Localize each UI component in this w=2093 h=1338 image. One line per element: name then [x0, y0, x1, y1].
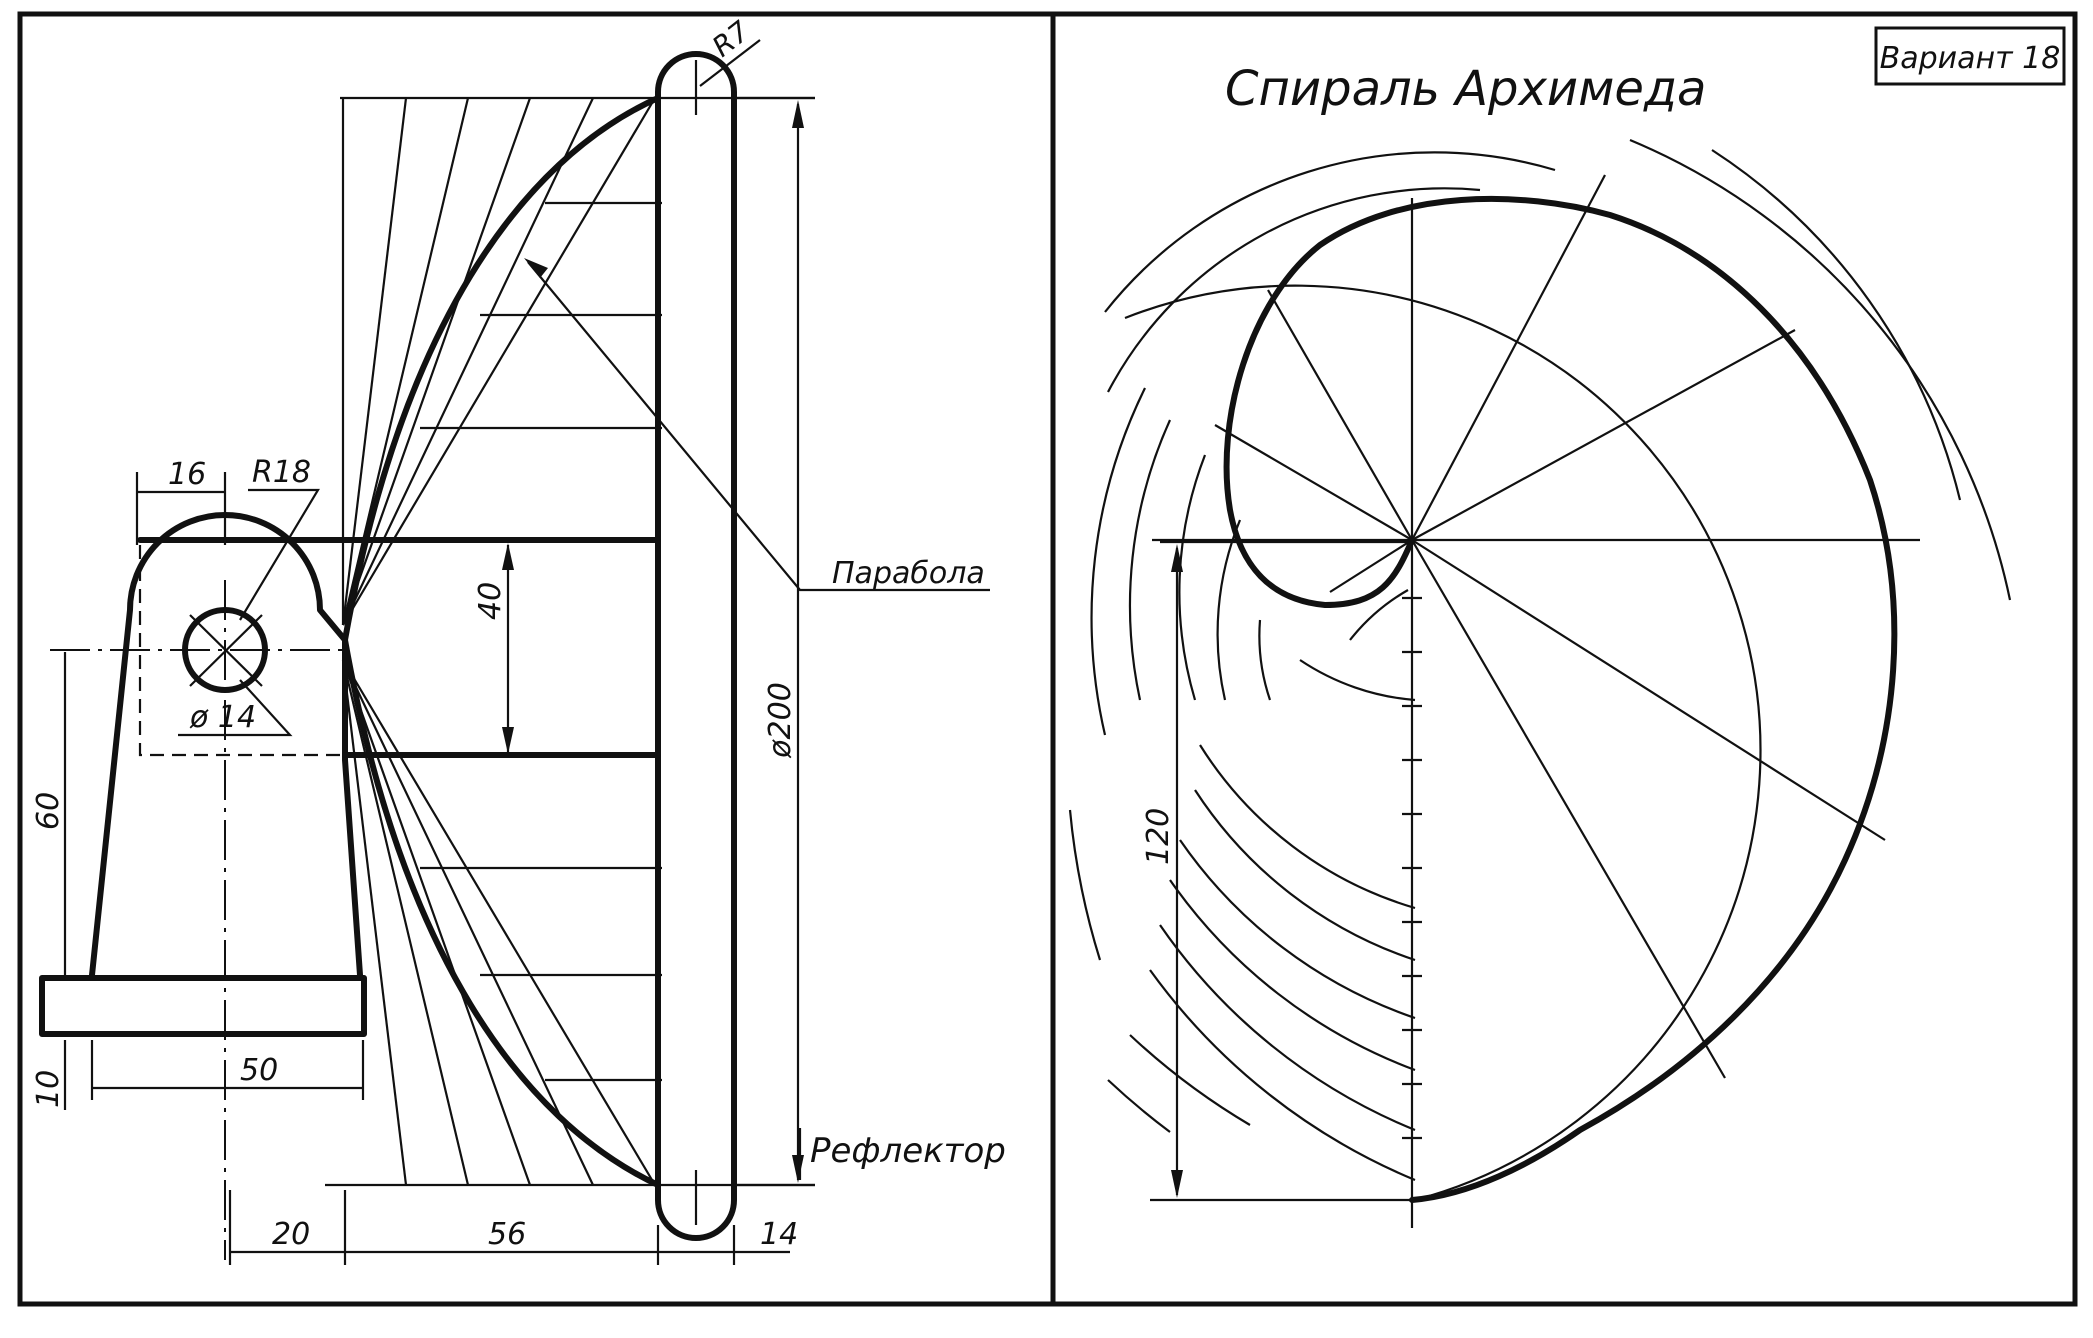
spiral-title: Спираль Архимеда — [1225, 61, 1706, 117]
dim-40: 40 — [473, 582, 508, 620]
parabola-leader-arrow — [524, 258, 548, 278]
dim-120: 120 — [1141, 808, 1176, 865]
reflector-label: Рефлектор — [810, 1131, 1006, 1171]
dim-10: 10 — [31, 1070, 66, 1108]
parabola-construction-lines — [420, 201, 662, 1082]
dim-20: 20 — [272, 1217, 310, 1252]
d120-arrow-top — [1171, 544, 1183, 572]
outer-frame — [17, 11, 2078, 1307]
d40-arrow-bottom — [502, 727, 514, 754]
bracket-hidden-contour — [138, 545, 345, 757]
reflector-body — [655, 51, 737, 1241]
radial-rays — [1214, 174, 1886, 1079]
dim-50: 50 — [240, 1053, 278, 1088]
d200-arrow-top — [792, 100, 804, 128]
axis-ticks — [1402, 596, 1422, 1140]
dim-14: 14 — [760, 1217, 798, 1252]
reflector-drawing: R7 ø200 Парабола Рефлектор ø 14 R18 — [31, 14, 1006, 1265]
parabola-curve — [342, 95, 661, 1188]
d40-arrow-top — [502, 543, 514, 570]
outer-circle — [1124, 284, 1762, 1202]
dim-hole: ø 14 — [189, 700, 256, 735]
d120-arrow-bottom — [1171, 1170, 1183, 1198]
d200-arrow-bottom — [792, 1155, 804, 1183]
dim-16: 16 — [168, 457, 206, 492]
variant-box — [1874, 26, 2066, 86]
archimedes-spiral — [1223, 195, 1898, 1203]
hole-leader — [178, 679, 293, 737]
lower-ray-lines — [341, 659, 656, 1186]
base-plate — [39, 975, 367, 1037]
dim-d200: ø200 — [763, 682, 798, 759]
variant-label: Вариант 18 — [1880, 41, 2061, 76]
parabola-label: Парабола — [832, 556, 985, 591]
dim-56: 56 — [488, 1217, 526, 1252]
upper-ray-lines — [341, 97, 656, 626]
r7-leader — [699, 39, 761, 87]
r18-leader — [239, 488, 320, 621]
dim-60: 60 — [31, 792, 66, 830]
dim-r18: R18 — [252, 455, 311, 490]
parabola-leader — [527, 261, 990, 592]
archimedes-spiral-drawing: Спираль Архимеда — [1068, 61, 2012, 1228]
